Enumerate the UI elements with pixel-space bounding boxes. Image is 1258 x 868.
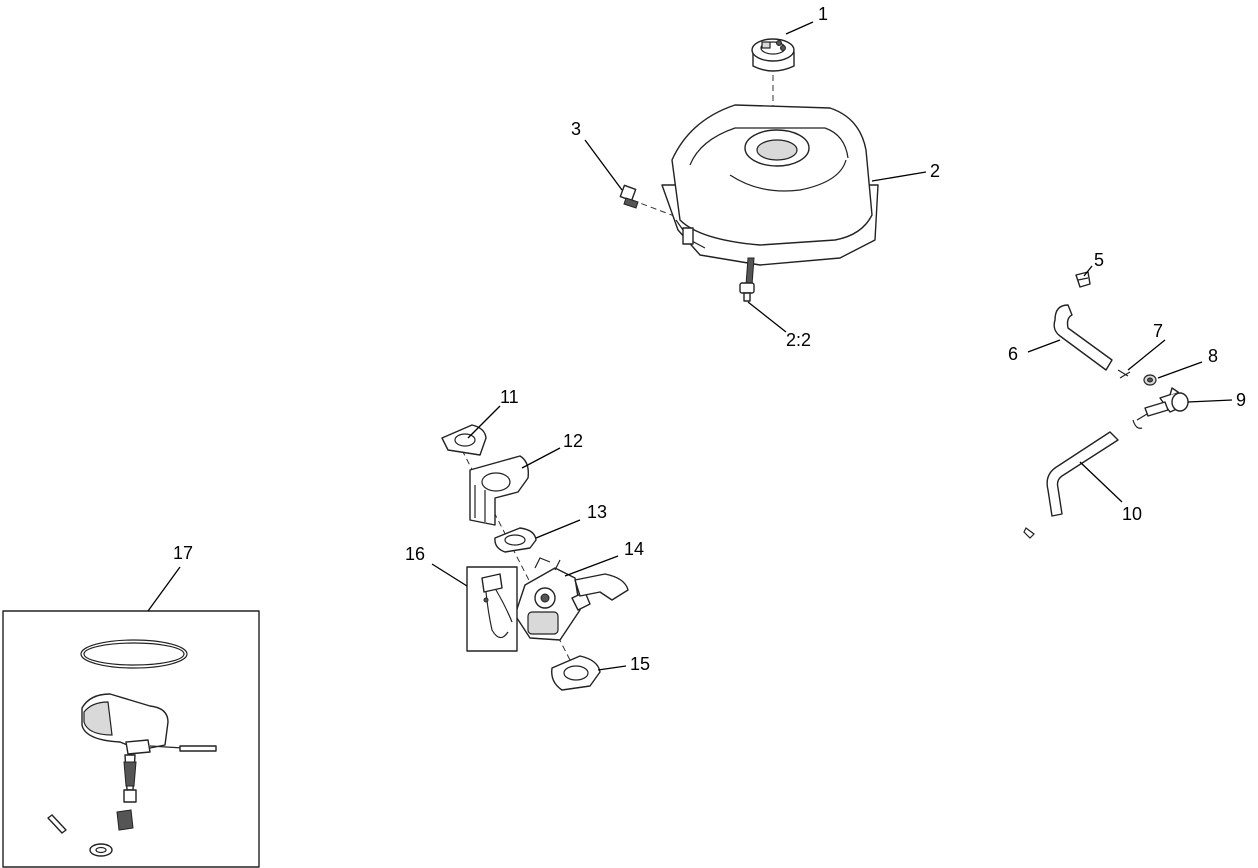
tank-fitting <box>739 257 755 302</box>
leader-8 <box>1157 361 1203 379</box>
callout-8: 8 <box>1208 346 1218 366</box>
leader-7 <box>1127 339 1166 371</box>
valve-nut <box>1143 374 1157 386</box>
leader-10 <box>1079 461 1123 503</box>
fuel-hose-upper <box>1053 304 1113 371</box>
leader-13 <box>535 519 581 539</box>
callout-17: 17 <box>173 543 193 563</box>
callout-9: 9 <box>1236 390 1246 410</box>
carb-insulator <box>469 455 530 526</box>
callout-10: 10 <box>1122 504 1142 524</box>
leader-5 <box>1083 265 1093 277</box>
leader-11 <box>467 405 501 439</box>
leader-9 <box>1187 399 1233 403</box>
leader-15 <box>597 665 627 671</box>
fuel-tank <box>661 104 879 266</box>
callout-5: 5 <box>1094 250 1104 270</box>
hose-clamp <box>1075 271 1091 288</box>
callout-2: 2 <box>930 161 940 181</box>
callout-6: 6 <box>1008 344 1018 364</box>
callout-3: 3 <box>571 119 581 139</box>
callout-16: 16 <box>405 544 425 564</box>
solenoid-kit <box>466 566 518 652</box>
leader-17 <box>147 566 181 612</box>
callout-12: 12 <box>563 431 583 451</box>
fuel-valve <box>1132 387 1189 429</box>
fuel-hose-lower <box>1046 431 1119 517</box>
tank-bolt <box>619 184 639 209</box>
carb-gasket <box>494 527 537 553</box>
leader-14 <box>564 555 619 577</box>
leader-2 <box>871 171 927 182</box>
leader-3 <box>584 139 623 191</box>
callout-2-2: 2:2 <box>786 330 811 350</box>
leader-16 <box>431 563 468 587</box>
leader-12 <box>521 447 561 469</box>
base-gasket <box>551 655 601 691</box>
intake-gasket <box>441 424 487 456</box>
carb-rebuild-kit <box>2 610 260 868</box>
callout-1: 1 <box>818 4 828 24</box>
hose-clip <box>1117 369 1131 379</box>
fuel-cap <box>751 38 795 72</box>
callout-14: 14 <box>624 539 644 559</box>
carburetor <box>514 557 629 641</box>
leader-6 <box>1027 339 1061 353</box>
callout-13: 13 <box>587 502 607 522</box>
leader-1 <box>785 21 814 35</box>
callout-15: 15 <box>630 654 650 674</box>
callout-11: 11 <box>500 387 519 407</box>
callout-7: 7 <box>1153 321 1163 341</box>
hose-clip-lower <box>1023 527 1035 539</box>
leader-2-2 <box>747 301 787 333</box>
